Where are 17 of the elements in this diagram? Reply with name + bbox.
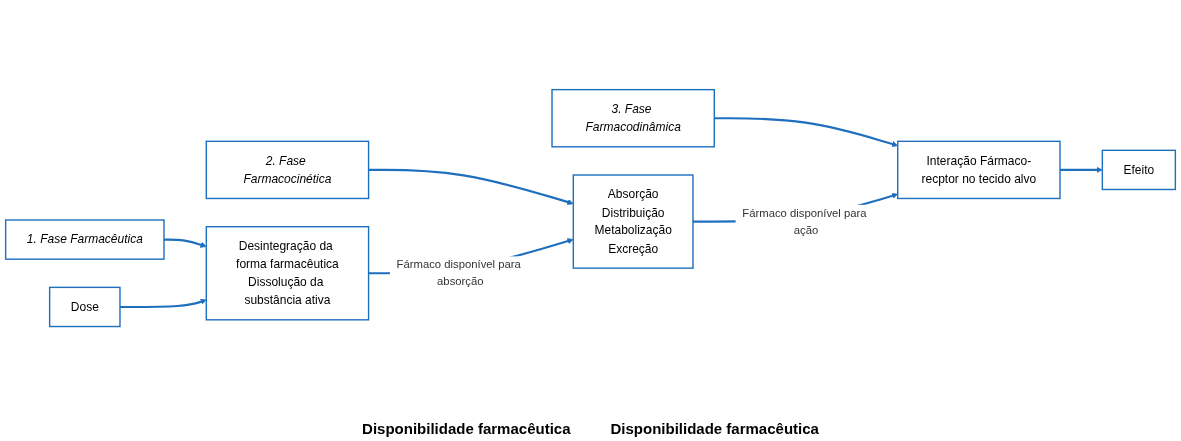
edge-label: Fármaco disponível para ação <box>742 206 867 236</box>
note-text: Disponibilidade farmacêutica <box>610 420 819 437</box>
arrow <box>714 117 898 147</box>
node-box: Dose <box>48 286 121 328</box>
edge-label: Fármaco disponível para absorção <box>396 258 521 288</box>
node-box: 1. Fase Farmacêutica <box>4 219 165 260</box>
note-text: Disponibilidade farmacêutica <box>362 420 571 437</box>
node-box: 3. Fase Farmacodinâmica <box>551 88 715 148</box>
arrow <box>1060 166 1103 173</box>
arrow <box>120 298 207 308</box>
node-box: Absorção Distribuição Metabolização Excreção <box>572 174 694 269</box>
arrow <box>368 168 574 205</box>
node-box: Efeito <box>1101 149 1177 191</box>
node-box: Desintegração da forma farmacêutica Dissolução da substância ativa <box>205 225 370 321</box>
node-box: 2. Fase Farmacocinética <box>205 140 370 200</box>
node-box: Interação Fármaco-recptor no tecido alvo <box>897 140 1061 200</box>
arrow <box>164 238 207 248</box>
